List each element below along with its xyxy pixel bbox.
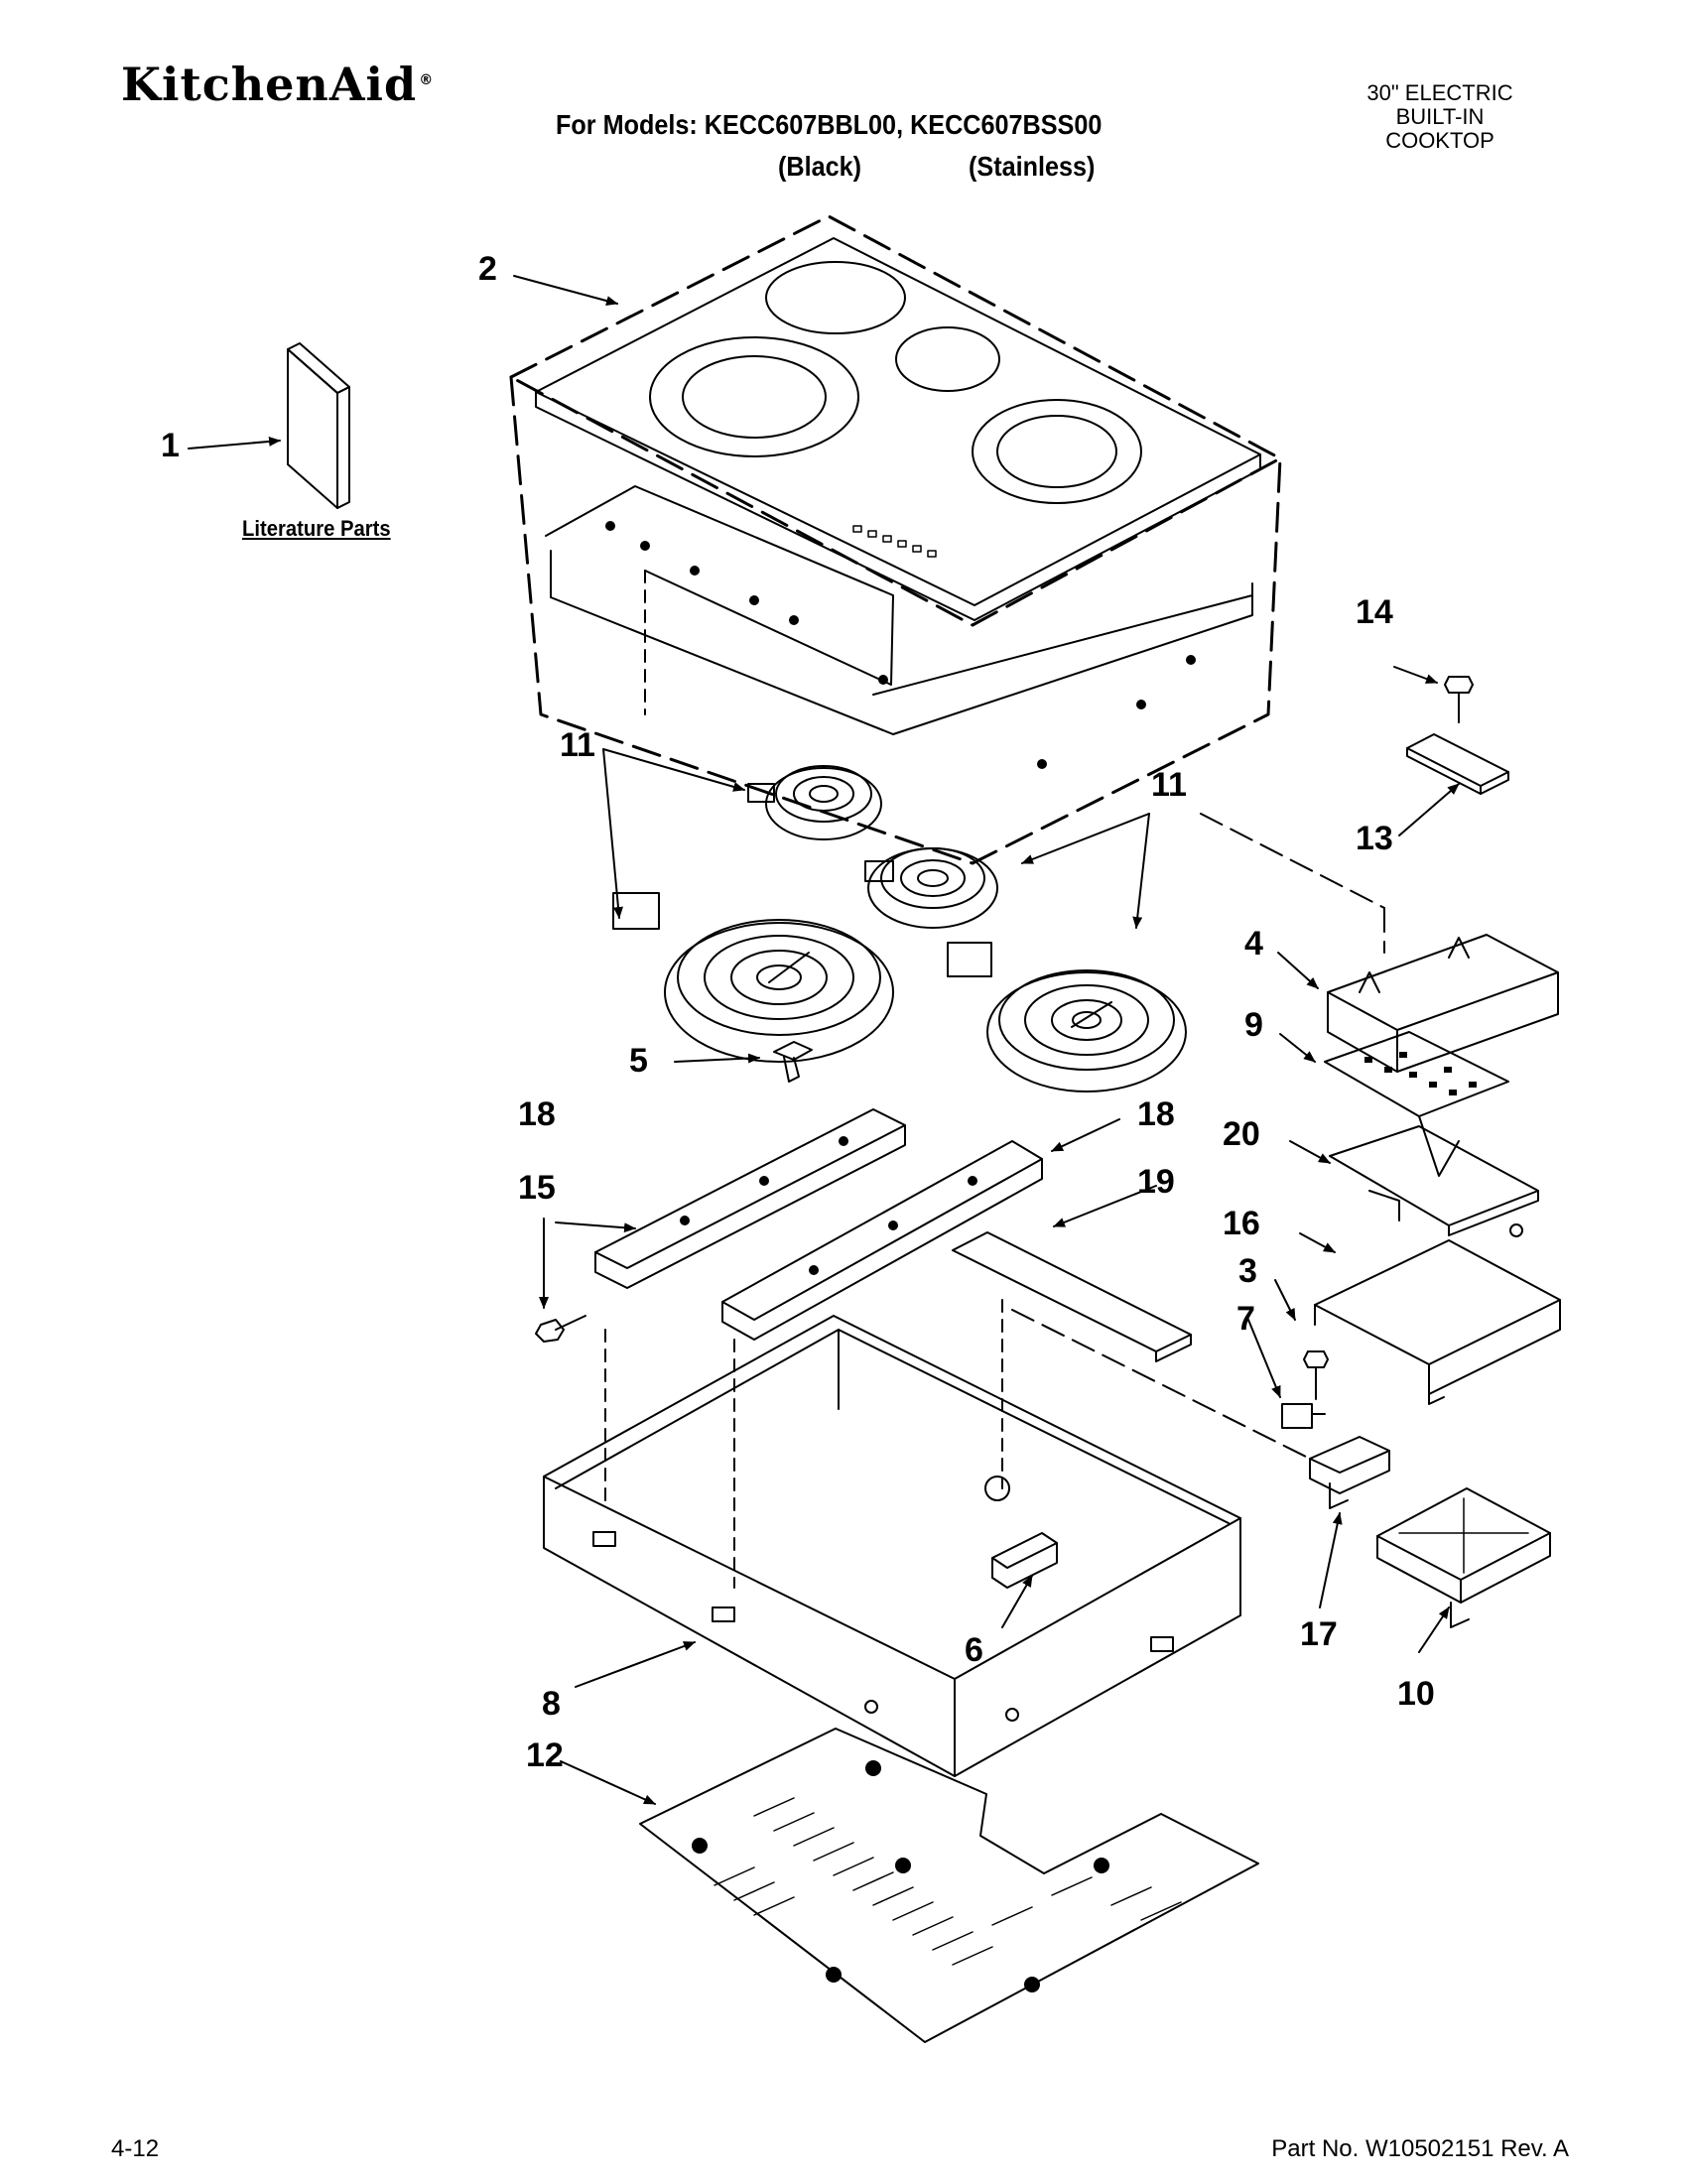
callout-4: 4: [1244, 925, 1263, 963]
variant-black: (Black): [778, 151, 862, 182]
callout-13: 13: [1356, 820, 1393, 857]
callout-2: 2: [478, 250, 497, 288]
callout-9: 9: [1244, 1006, 1263, 1044]
mounting-clip: [1406, 733, 1509, 795]
sensor-clip: [773, 1041, 813, 1083]
literature-parts-label: Literature Parts: [242, 516, 391, 541]
sensor-bracket: [1309, 1436, 1390, 1509]
callout-3: 3: [1238, 1252, 1257, 1290]
callout-8: 8: [542, 1685, 561, 1723]
limit-switch: [1281, 1403, 1326, 1429]
callout-5: 5: [629, 1042, 648, 1080]
callout-20: 20: [1223, 1115, 1260, 1153]
control-board: [1324, 1031, 1509, 1177]
callout-11-right: 11: [1151, 766, 1187, 804]
models-line: For Models: KECC607BBL00, KECC607BSS00: [556, 109, 1103, 140]
callout-10: 10: [1397, 1675, 1435, 1713]
title-line-1: 30" ELECTRIC: [1366, 80, 1513, 105]
brand-logo: KitchenAid®: [121, 58, 435, 111]
callout-18-right: 18: [1137, 1095, 1175, 1133]
callout-1: 1: [161, 427, 180, 464]
callout-6: 6: [965, 1631, 983, 1669]
callout-7: 7: [1236, 1300, 1255, 1338]
callout-19: 19: [1137, 1163, 1175, 1201]
thermostat-screw: [1303, 1350, 1329, 1400]
rails: [594, 1108, 1043, 1341]
terminal-housing: [1376, 1487, 1551, 1628]
literature-booklet: [287, 342, 350, 509]
callout-14: 14: [1356, 593, 1393, 631]
title-line-3: COOKTOP: [1385, 128, 1494, 153]
callout-18-left: 18: [518, 1095, 556, 1133]
bracket-plate: [1329, 1125, 1539, 1237]
terminal-block: [991, 1532, 1058, 1589]
document-title: 30" ELECTRIC BUILT-IN COOKTOP: [1311, 81, 1569, 153]
bottom-cover: [639, 1728, 1259, 2043]
burner-box: [543, 1299, 1241, 1777]
callout-16: 16: [1223, 1205, 1260, 1242]
callout-12: 12: [526, 1736, 564, 1774]
radiant-surface-elements: [612, 765, 1187, 1092]
control-bracket: [1327, 934, 1559, 1073]
rail-screw: [535, 1315, 586, 1343]
page-number: 4-12: [111, 2135, 160, 2162]
callout-11-left: 11: [560, 726, 595, 764]
variant-stainless: (Stainless): [969, 151, 1096, 182]
callout-17: 17: [1300, 1615, 1338, 1653]
part-number: Part No. W10502151 Rev. A: [1271, 2135, 1569, 2162]
callout-15: 15: [518, 1169, 556, 1207]
cooktop-glass-assembly: [509, 214, 1282, 865]
title-line-2: BUILT-IN: [1395, 104, 1485, 129]
rear-strip: [952, 1231, 1192, 1362]
shield-plate: [1314, 1239, 1561, 1405]
mounting-screw: [1444, 676, 1474, 723]
